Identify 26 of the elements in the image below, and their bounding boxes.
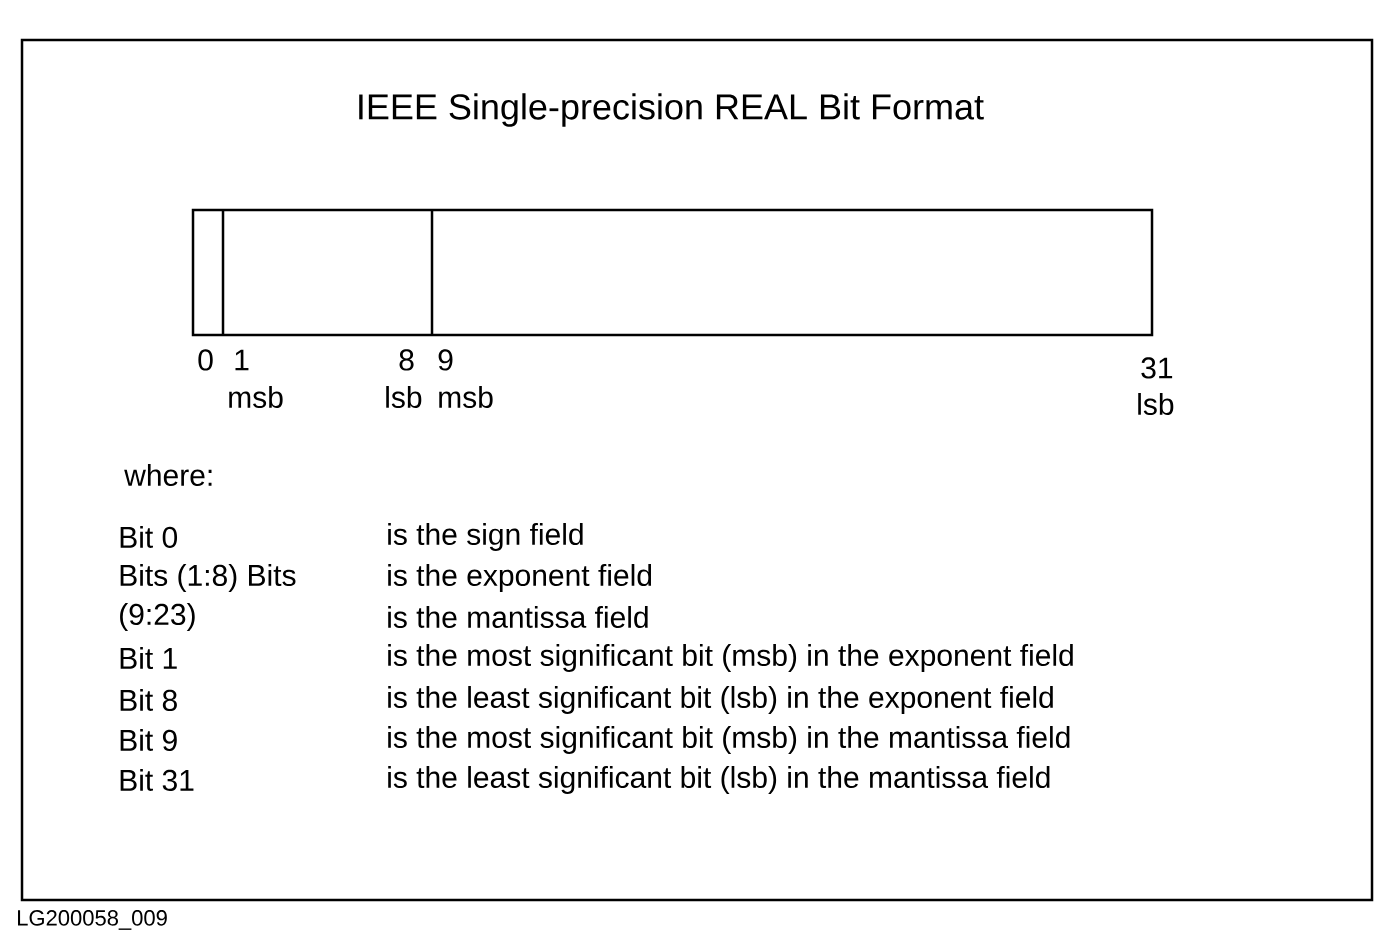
bit-description: is the sign field [388,523,583,551]
where-label: where: [124,464,212,486]
bit-term: Bit 0 [120,526,178,548]
bit-description: is the most significant bit (msb) in the mantissa field [388,726,1070,754]
title: IEEE Single-precision REAL Bit Format [359,93,984,127]
bit-number: 0 [198,349,213,371]
bit-description: is the least significant bit (lsb) in the exponent field [388,686,1053,714]
bit-number: 8 [399,349,414,371]
bit-term: Bit 9 [120,729,177,751]
bit-order-label: lsb [1138,393,1174,415]
bit-number: 1 [235,349,249,371]
figure-id: LG200058_009 [18,910,167,930]
bit-order-label: msb [439,386,493,408]
bit-number: 9 [438,349,453,371]
bit-description: is the exponent field [388,564,652,592]
bit-description: is the least significant bit (lsb) in the mantissa field [388,766,1050,794]
bit-description: is the mantissa field [388,606,648,628]
bit-number: 31 [1141,357,1173,379]
bit-term: Bit 8 [120,689,177,711]
bit-term: Bits (1:8) Bits [120,564,296,592]
bit-order-label: lsb [386,386,422,408]
bit-term: (9:23) [120,603,195,631]
bit-term: Bit 1 [120,647,177,669]
bit-term: Bit 31 [120,769,194,791]
bit-description: is the most significant bit (msb) in the exponent field [388,644,1073,672]
bit-order-label: msb [229,386,283,408]
